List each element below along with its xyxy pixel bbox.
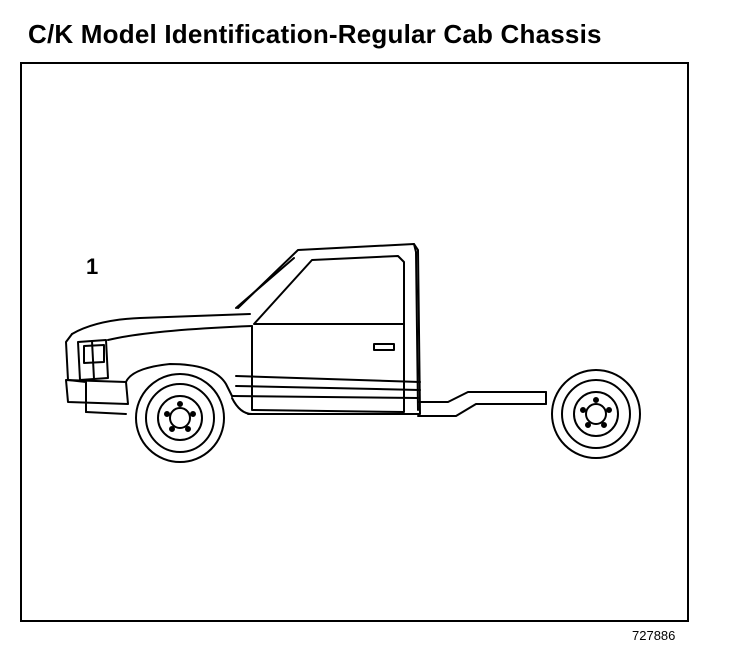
cab-window bbox=[253, 255, 405, 325]
callout-label: 1 bbox=[86, 254, 99, 279]
figure-number: 727886 bbox=[632, 628, 676, 643]
hood-front-edge bbox=[65, 333, 87, 413]
grille-bar bbox=[91, 340, 95, 380]
grille-outline bbox=[77, 339, 109, 381]
hood-outline bbox=[71, 313, 251, 335]
door-handle bbox=[373, 343, 395, 351]
front-bumper bbox=[65, 379, 129, 405]
frame-rail-lower bbox=[417, 403, 547, 417]
frame-rail-upper bbox=[417, 391, 547, 403]
lower-body-line bbox=[231, 395, 419, 399]
headlamp bbox=[83, 344, 105, 364]
body-side-molding-lower bbox=[235, 385, 421, 391]
body-side-molding bbox=[235, 375, 421, 383]
windshield-post bbox=[235, 257, 295, 309]
rocker-panel bbox=[231, 397, 253, 415]
fender-top-line bbox=[107, 325, 253, 341]
fender-lower-line bbox=[125, 363, 233, 397]
front-apron bbox=[85, 411, 127, 415]
front-wheel bbox=[135, 373, 225, 463]
cab-outline bbox=[237, 243, 421, 415]
page-title: C/K Model Identification-Regular Cab Cha… bbox=[28, 19, 602, 49]
illustration-frame bbox=[20, 62, 689, 622]
door-outline bbox=[251, 323, 405, 413]
cab-back-edge bbox=[413, 243, 419, 411]
rear-wheel bbox=[551, 369, 641, 459]
